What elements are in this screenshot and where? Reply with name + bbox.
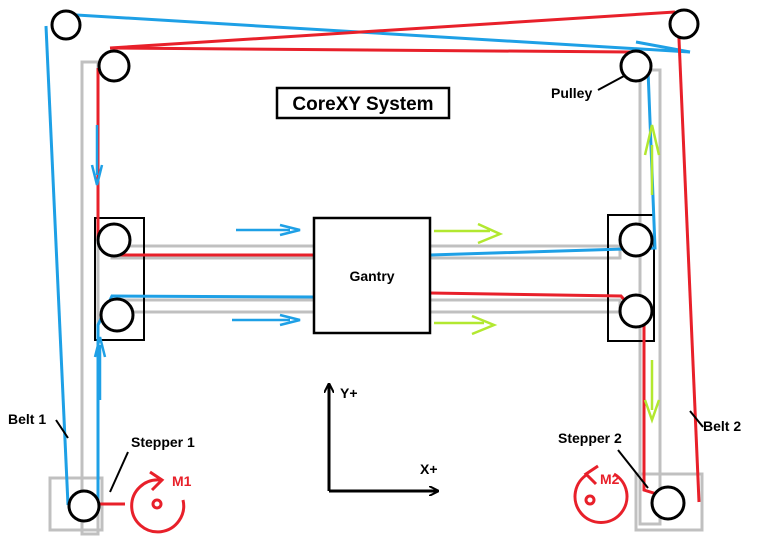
gantry-arrow-top	[434, 222, 504, 245]
motor-2-rotation-icon	[573, 464, 629, 524]
motor-1-rotation-icon	[130, 470, 186, 534]
down-arrow-left	[90, 125, 104, 186]
pulley-carriage-left-top	[96, 222, 132, 258]
gantry-block	[312, 216, 432, 335]
stepper-1-label: Stepper 1	[131, 434, 195, 450]
pulley-carriage-right-bottom	[618, 293, 654, 329]
pulley-top-right-inner	[619, 49, 653, 83]
gantry-arrow-bottom	[434, 314, 498, 336]
pulley-top-left-outer	[50, 9, 82, 41]
stepper-2-leader	[617, 449, 649, 489]
pulley-top-left-inner	[97, 49, 131, 83]
right-arrow-top	[236, 223, 301, 237]
pulley-carriage-right-top	[618, 222, 654, 258]
belt-2-label: Belt 2	[703, 418, 741, 434]
belt-1-leader	[55, 419, 69, 439]
stepper-1-leader	[109, 451, 129, 493]
left-carriage	[94, 217, 145, 341]
motor-1-label: M1	[172, 473, 192, 489]
gantry-label: Gantry	[349, 268, 394, 284]
stepper-2-mount	[634, 472, 704, 532]
pulley-top-right-outer	[668, 8, 700, 40]
right-arrow-bottom	[232, 313, 301, 327]
pulley-stepper-1	[67, 489, 101, 523]
stepper-2-label: Stepper 2	[558, 430, 622, 446]
x-axis-label: X+	[420, 461, 438, 477]
up-arrow-right	[643, 124, 661, 195]
down-arrow-right	[643, 360, 661, 424]
belt-1-label: Belt 1	[8, 411, 46, 427]
pulley-carriage-left-bottom	[99, 297, 135, 333]
pulley-label: Pulley	[551, 85, 592, 101]
axes-indicator	[329, 385, 437, 491]
motor-2-label: M2	[600, 471, 620, 487]
pulley-stepper-2	[650, 485, 686, 521]
y-axis-label: Y+	[340, 385, 358, 401]
gantry-motion-arrows	[434, 124, 661, 424]
left-rail	[80, 60, 100, 536]
title-box	[275, 86, 451, 120]
belt-motion-arrows	[90, 125, 301, 400]
diagram-title: CoreXY System	[292, 94, 433, 115]
up-arrow-left	[93, 336, 107, 400]
right-carriage	[607, 214, 655, 342]
belt-2-leader	[689, 410, 704, 428]
pulley-leader	[597, 75, 625, 91]
pulleys	[50, 8, 700, 523]
